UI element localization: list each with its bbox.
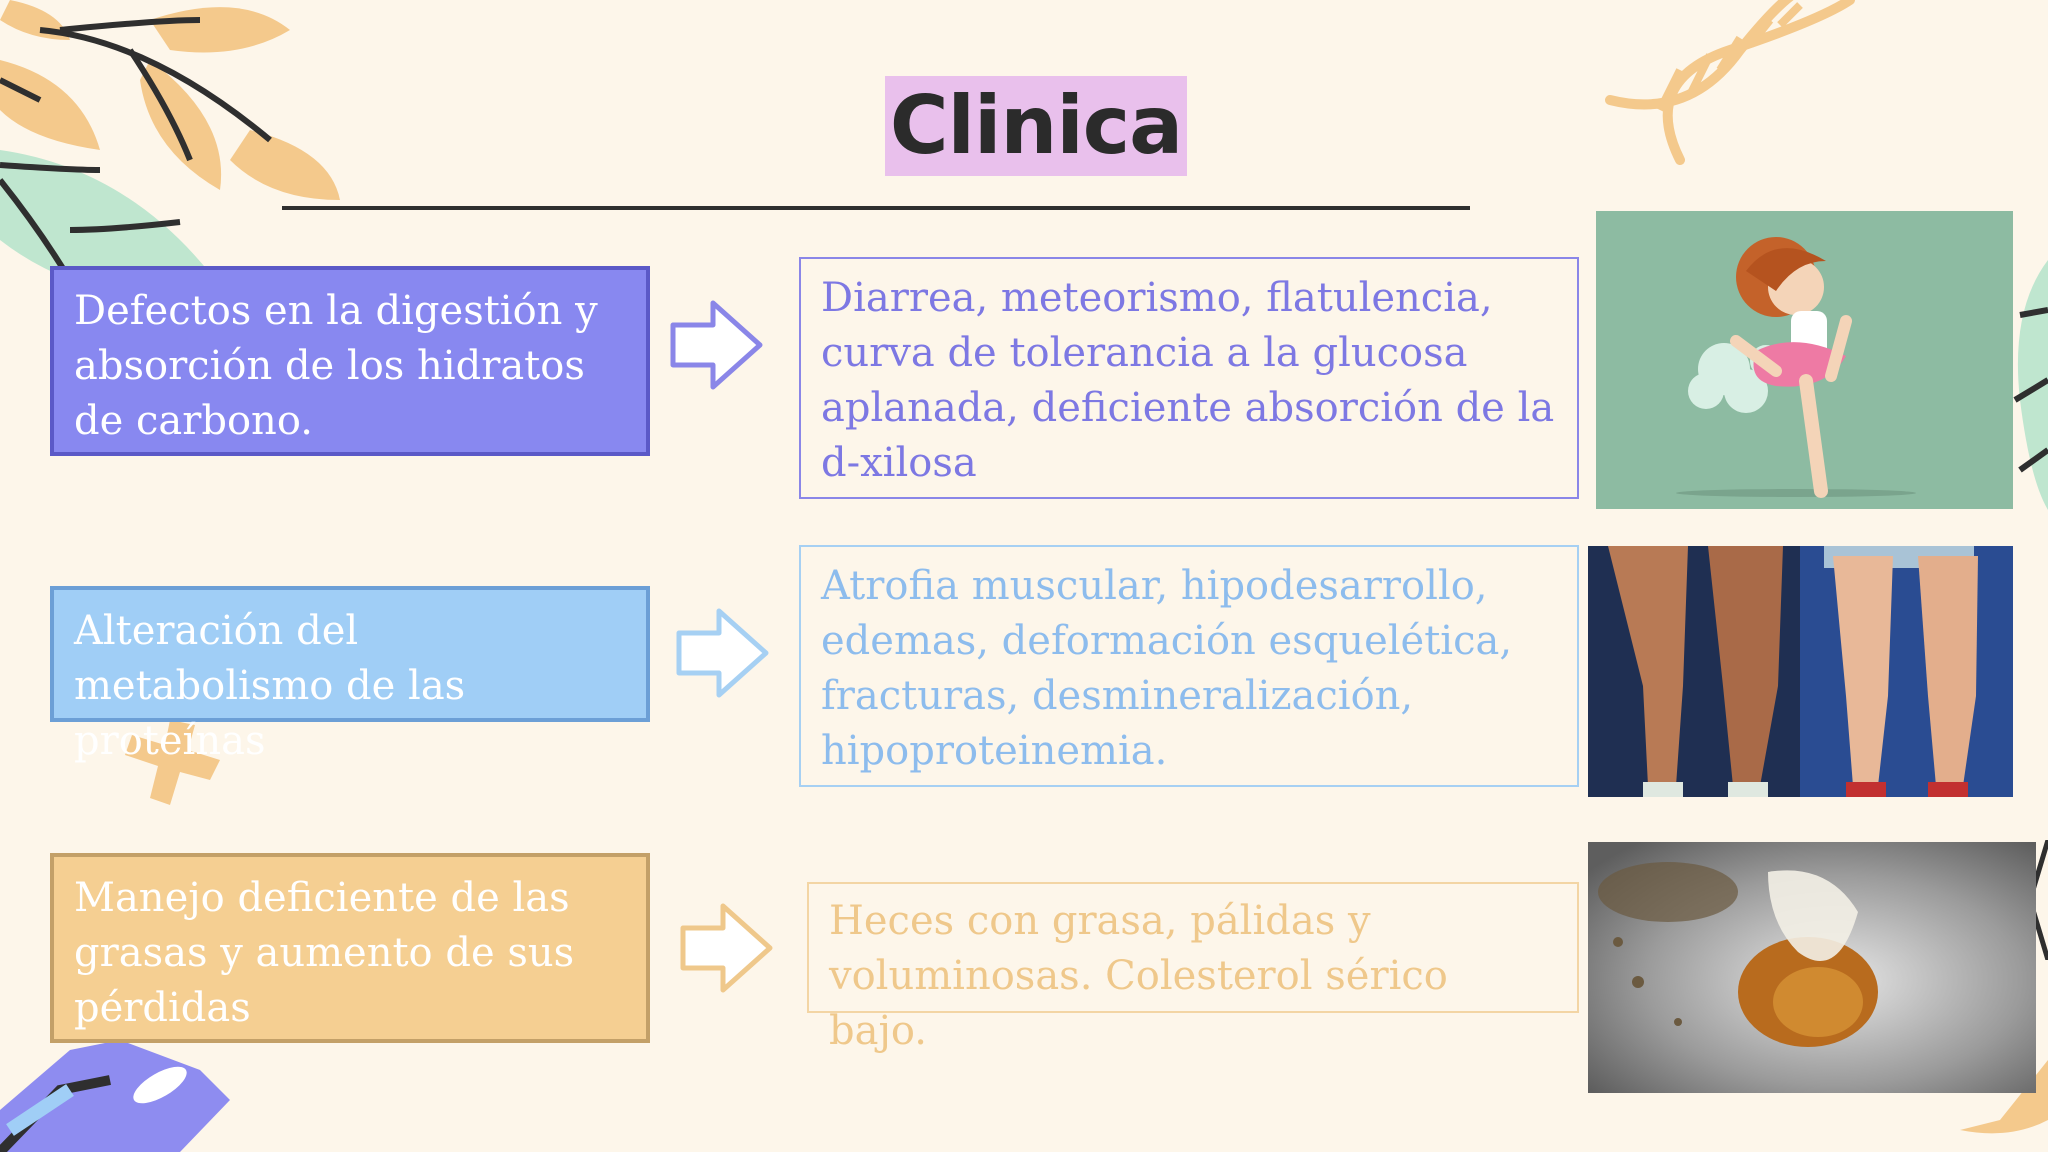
photo-stool — [1588, 842, 2036, 1093]
category-box-fats: Manejo deficiente de las grasas y aument… — [50, 853, 650, 1043]
result-box-carbohydrates: Diarrea, meteorismo, flatulencia, curva … — [799, 257, 1579, 499]
photo-legs — [1588, 546, 2013, 797]
page-title: Clinica — [889, 79, 1183, 172]
category-box-carbohydrates: Defectos en la digestión y absorción de … — [50, 266, 650, 456]
arrow-right-icon — [676, 608, 769, 698]
result-box-fats: Heces con grasa, pálidas y voluminosas. … — [807, 882, 1579, 1054]
plus-cross-icon — [125, 720, 220, 805]
arrow-right-icon — [670, 300, 763, 390]
title-divider — [282, 206, 1470, 210]
category-box-proteins: Alteración del metabolismo de las proteí… — [50, 586, 650, 764]
flask-decoration-icon — [0, 1040, 230, 1152]
leaf-decoration-icon — [2013, 260, 2048, 510]
dna-icon — [1605, 0, 1855, 165]
title-highlight: Clinica — [885, 76, 1187, 176]
leaf-decoration-icon — [0, 0, 340, 302]
leaf-decoration-icon — [2030, 840, 2048, 960]
arrow-right-icon — [680, 903, 773, 993]
leaf-decoration-icon — [1960, 1060, 2048, 1134]
illustration-flatulence — [1596, 211, 2013, 509]
result-box-proteins: Atrofia muscular, hipodesarrollo, edemas… — [799, 545, 1579, 787]
